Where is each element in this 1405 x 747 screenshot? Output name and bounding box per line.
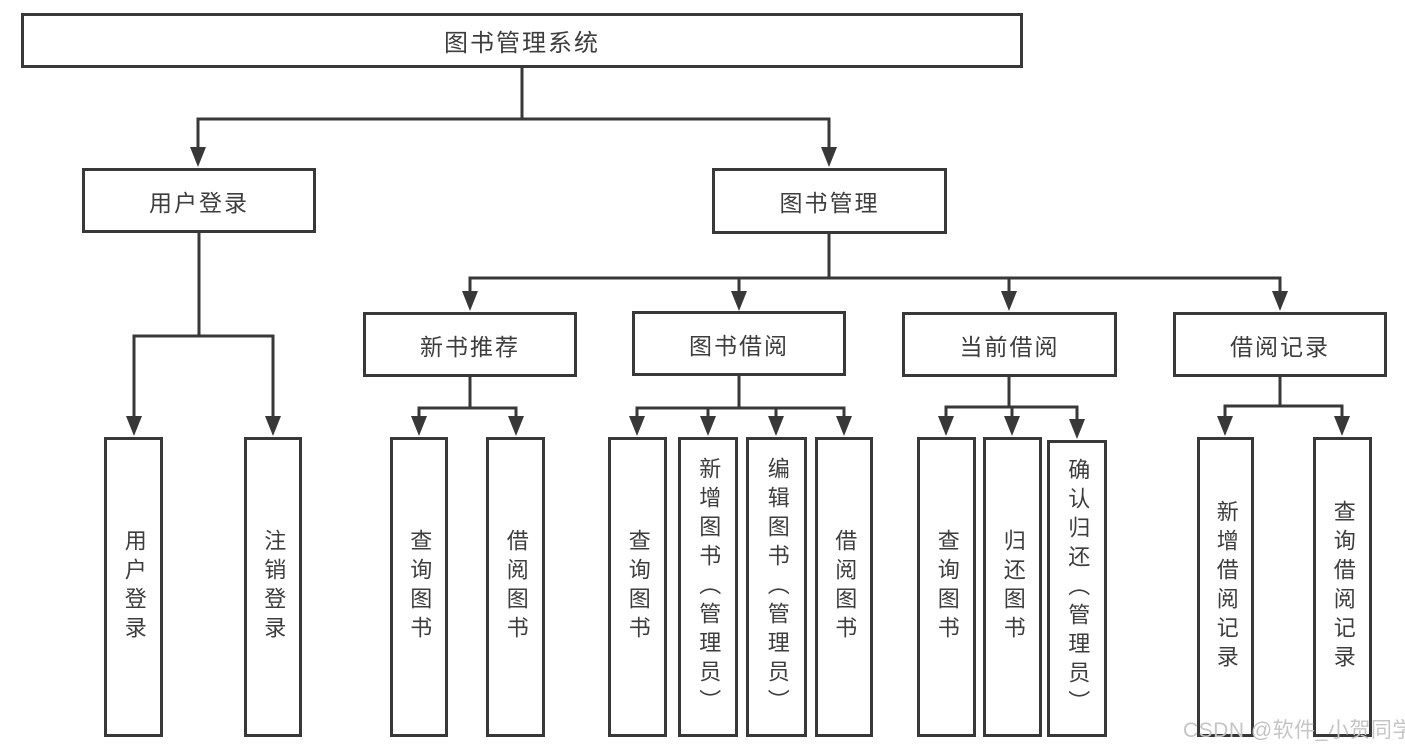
- leaf-borrow-books-label: 借阅图书: [832, 529, 858, 645]
- leaf-confirm-return-admin-label: 确认归还（管理员）: [1065, 458, 1091, 719]
- leaf-add-book-admin: 新增图书（管理员）: [678, 437, 738, 737]
- node-borrow-records-label: 借阅记录: [1230, 333, 1330, 360]
- leaf-logout-label: 注销登录: [261, 529, 287, 645]
- node-current-borrow-label: 当前借阅: [959, 333, 1060, 360]
- leaf-query-books-current: 查询图书: [917, 437, 976, 737]
- leaf-query-books-borrow-label: 查询图书: [625, 529, 651, 645]
- leaf-query-books-borrow: 查询图书: [608, 437, 667, 737]
- node-current-borrow: 当前借阅: [902, 312, 1117, 377]
- node-book-management: 图书管理: [712, 168, 947, 234]
- node-user-login: 用户登录: [82, 168, 316, 233]
- leaf-logout: 注销登录: [244, 437, 302, 737]
- leaf-query-borrow-record-label: 查询借阅记录: [1330, 500, 1356, 674]
- leaf-borrow-books-recommend-label: 借阅图书: [503, 529, 529, 645]
- leaf-return-books: 归还图书: [983, 437, 1042, 737]
- node-root-label: 图书管理系统: [444, 30, 600, 57]
- node-book-borrow: 图书借阅: [632, 311, 846, 376]
- leaf-return-books-label: 归还图书: [1000, 529, 1026, 645]
- leaf-query-borrow-record: 查询借阅记录: [1313, 437, 1372, 737]
- node-new-book-recommend-label: 新书推荐: [420, 333, 520, 360]
- leaf-user-login-label: 用户登录: [121, 529, 147, 645]
- leaf-user-login: 用户登录: [104, 437, 163, 737]
- csdn-watermark: CSDN @软件_小贺同学: [1183, 719, 1405, 742]
- node-user-login-label: 用户登录: [149, 189, 249, 216]
- leaf-borrow-books-recommend: 借阅图书: [486, 437, 545, 737]
- leaf-add-book-admin-label: 新增图书（管理员）: [696, 456, 722, 718]
- leaf-add-borrow-record: 新增借阅记录: [1197, 437, 1254, 737]
- leaf-edit-book-admin-label: 编辑图书（管理员）: [764, 456, 790, 718]
- leaf-confirm-return-admin: 确认归还（管理员）: [1047, 440, 1107, 737]
- leaf-add-borrow-record-label: 新增借阅记录: [1213, 500, 1239, 674]
- arrowheads: [126, 147, 1350, 439]
- leaf-borrow-books: 借阅图书: [815, 437, 873, 737]
- node-root: 图书管理系统: [21, 13, 1023, 68]
- node-book-borrow-label: 图书借阅: [689, 332, 789, 359]
- node-new-book-recommend: 新书推荐: [363, 312, 577, 377]
- leaf-query-books-recommend: 查询图书: [390, 437, 448, 737]
- node-borrow-records: 借阅记录: [1173, 312, 1387, 377]
- leaf-query-books-recommend-label: 查询图书: [407, 529, 433, 645]
- leaf-edit-book-admin: 编辑图书（管理员）: [746, 437, 807, 737]
- leaf-query-books-current-label: 查询图书: [934, 529, 960, 645]
- node-book-management-label: 图书管理: [779, 190, 880, 216]
